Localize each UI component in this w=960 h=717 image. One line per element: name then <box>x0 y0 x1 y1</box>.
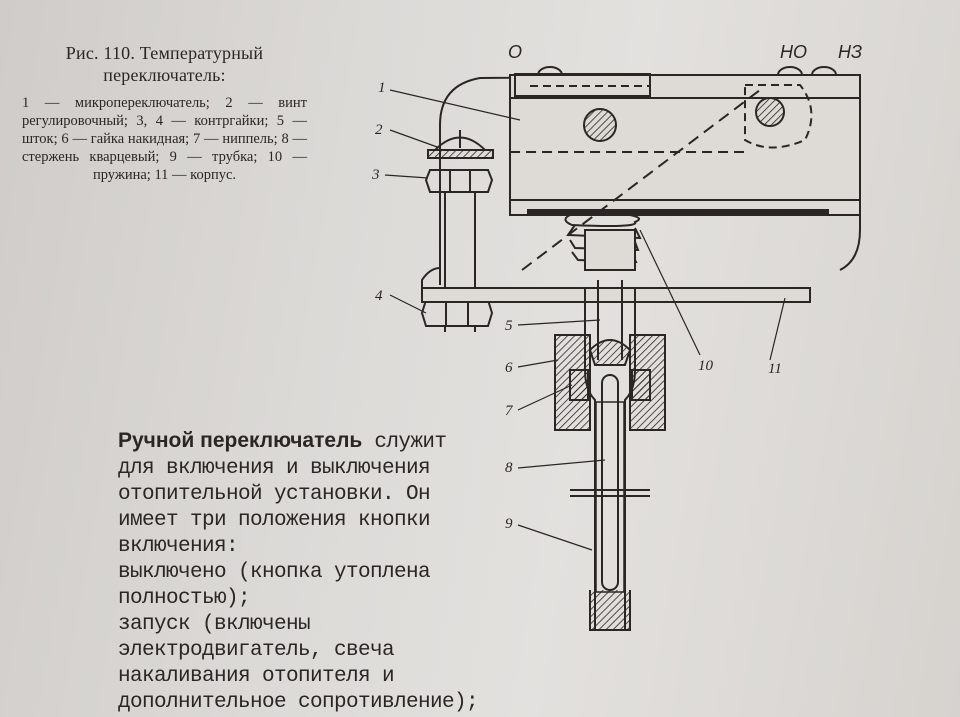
list-item-off: выключено (кнопка утоплена полностью); <box>118 561 431 610</box>
part-label-9: 9 <box>505 516 513 532</box>
label-o: О <box>508 42 522 62</box>
temperature-switch-drawing: О НО НЗ 1 2 3 4 5 6 7 8 9 10 11 <box>371 42 862 631</box>
body-text: Ручной переключатель служит для включени… <box>90 428 480 716</box>
part-label-4: 4 <box>375 288 383 304</box>
label-nz: НЗ <box>838 42 862 62</box>
figure-caption: Рис. 110. Температурный переключатель: 1… <box>22 42 307 184</box>
part-label-6: 6 <box>505 360 513 376</box>
lead-term: Ручной переключатель <box>118 429 363 452</box>
paragraph-1-text: служит для включения и выключения отопит… <box>118 431 447 558</box>
list-item-start: запуск (включены электродвигатель, свеча… <box>118 613 479 714</box>
part-label-8: 8 <box>505 460 513 476</box>
part-label-10: 10 <box>698 358 714 374</box>
caption-legend: 1 — микропереключатель; 2 — винт регулир… <box>22 95 307 183</box>
paragraph-1: Ручной переключатель служит для включени… <box>90 428 480 560</box>
part-label-11: 11 <box>768 361 782 377</box>
part-label-2: 2 <box>375 122 383 138</box>
part-label-1: 1 <box>378 80 386 96</box>
part-label-3: 3 <box>371 167 380 183</box>
label-no: НО <box>780 42 807 62</box>
caption-title: Рис. 110. Температурный переключатель: <box>65 43 264 85</box>
part-label-5: 5 <box>505 318 513 334</box>
part-label-7: 7 <box>505 403 514 419</box>
